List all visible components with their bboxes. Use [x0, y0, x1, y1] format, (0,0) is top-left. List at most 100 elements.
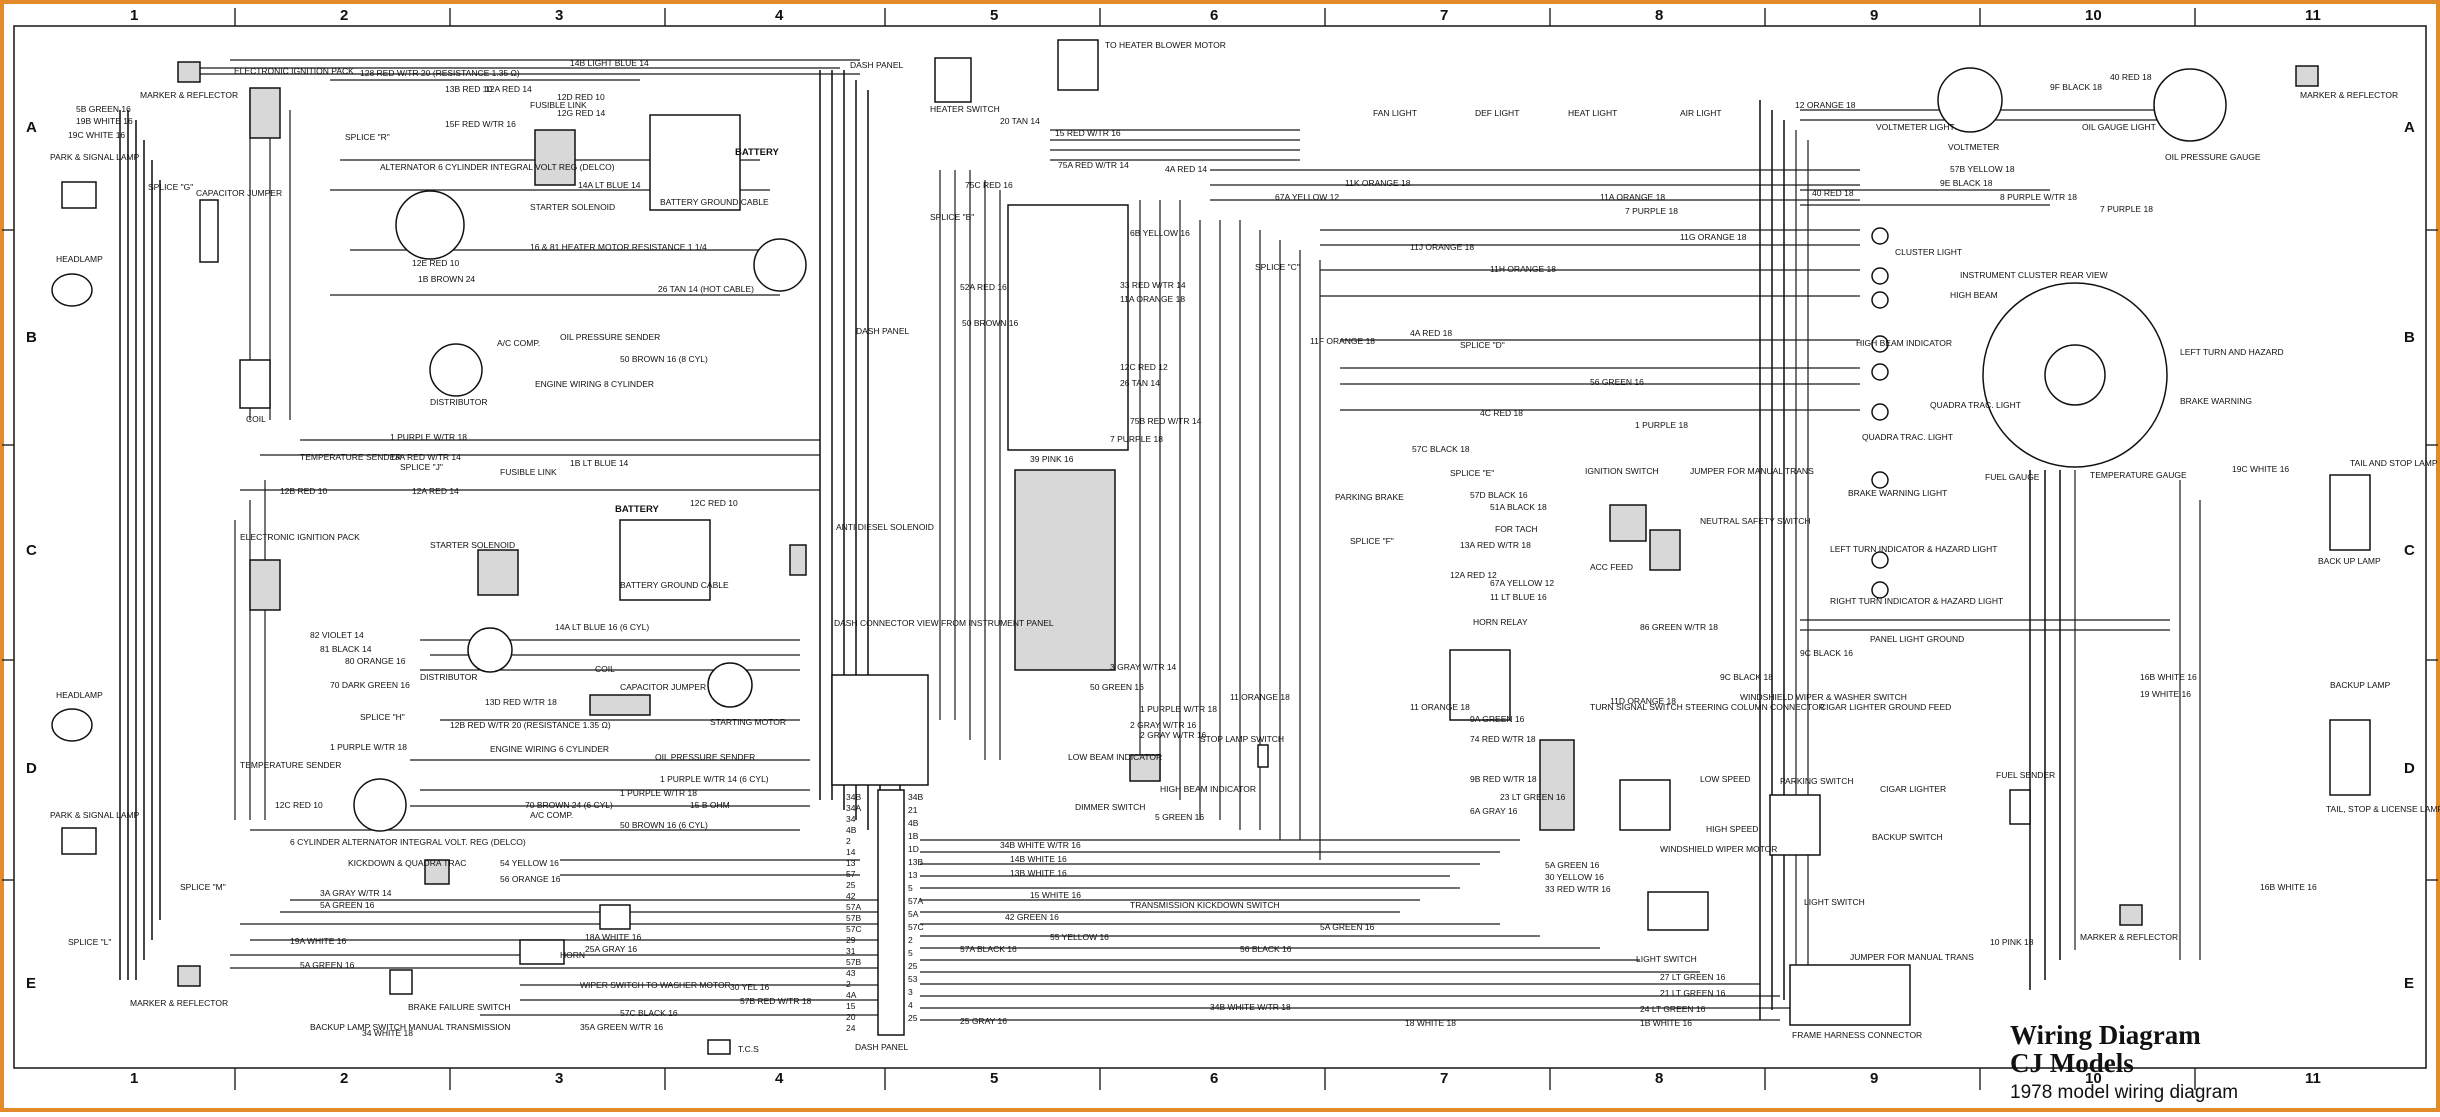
wire-label: 1 PURPLE W/TR 14 (6 CYL) [660, 774, 769, 784]
title-line-3: 1978 model wiring diagram [2010, 1082, 2238, 1103]
grid-columns-top: 1 2 3 4 5 6 7 8 9 10 11 [130, 7, 2321, 24]
wire-label: 2 GRAY W/TR 16 [1130, 720, 1197, 730]
connector-pin-right: 4B [908, 818, 919, 828]
inner-frame [13, 25, 2427, 1069]
label-fusible-upper: FUSIBLE LINK [530, 100, 587, 110]
wire-label: 16B WHITE 16 [2260, 882, 2317, 892]
wire-label: 3A GRAY W/TR 14 [320, 888, 392, 898]
label-turn-signal: TURN SIGNAL SWITCH STEERING COLUMN CONNE… [1590, 702, 1825, 712]
wire-label: 33 RED W/TR 16 [1545, 884, 1611, 894]
wire-label: 5A GREEN 16 [1320, 922, 1375, 932]
lt-turn-indicator-icon [1871, 551, 1889, 569]
wire-label: 11 ORANGE 18 [1410, 702, 1470, 712]
label-splice-c: SPLICE "C" [1255, 262, 1300, 272]
connector-pin-right: 25 [908, 1013, 918, 1023]
connector-pin-right: 2 [908, 935, 913, 945]
label-temperature-gauge: TEMPERATURE GAUGE [2090, 470, 2187, 480]
title-line-2: CJ Models [2010, 1048, 2134, 1078]
cluster-light-icon-2 [1871, 267, 1889, 285]
wire-label: 3 GRAY W/TR 14 [1110, 662, 1177, 672]
wire-label: 1 PURPLE W/TR 18 [390, 432, 467, 442]
marker-reflector-rf-icon [2295, 65, 2319, 87]
connector-pin-right: 57C [908, 922, 924, 932]
connector-pin-left: 34A [846, 803, 861, 813]
grid-col-8: 8 [1655, 7, 1663, 24]
wire-label: 19A WHITE 16 [290, 936, 346, 946]
marker-reflector-lf-icon [177, 61, 201, 83]
windshield-wiper-switch-icon [1619, 779, 1671, 831]
rt-turn-indicator-icon [1871, 581, 1889, 599]
wire-label: 67A YELLOW 12 [1490, 578, 1554, 588]
horn-icon [599, 904, 631, 930]
grid-row-c-r: C [2404, 542, 2415, 559]
label-marker-rr: MARKER & REFLECTOR [2080, 932, 2178, 942]
wire-label: 1B LT BLUE 14 [570, 458, 629, 468]
label-splice-b: SPLICE "B" [930, 212, 974, 222]
wire-label: 4A RED 18 [1410, 328, 1452, 338]
label-backup-lower: BACKUP LAMP [2330, 680, 2391, 690]
label-park-lower: PARK & SIGNAL LAMP [50, 810, 140, 820]
label-battery-lower: BATTERY [615, 504, 659, 515]
ignition-pack-upper-icon [249, 87, 281, 139]
coil-lower-icon [589, 694, 651, 716]
connector-pin-right: 57A [908, 896, 923, 906]
label-engine-8: ENGINE WIRING 8 CYLINDER [535, 379, 654, 389]
wire-label: 13A RED W/TR 18 [1460, 540, 1531, 550]
wire-label: 6B YELLOW 16 [1130, 228, 1190, 238]
neutral-safety-icon [1649, 529, 1681, 571]
grid-rows: A B C D E A B C D E [26, 119, 2415, 992]
label-voltmeter: VOLTMETER [1948, 142, 1999, 152]
connector-pin-right: 13B [908, 857, 923, 867]
wire-label: 35A GREEN W/TR 16 [580, 1022, 663, 1032]
label-dimmer-switch: DIMMER SWITCH [1075, 802, 1145, 812]
wire-label: 1 PURPLE W/TR 18 [330, 742, 407, 752]
wire-label: 2 GRAY W/TR 16 [1140, 730, 1207, 740]
tcs-icon [707, 1039, 731, 1055]
grid-row-d: D [26, 760, 37, 777]
cluster-light-icon-3 [1871, 291, 1889, 309]
frame-harness-connector-icon [1789, 964, 1911, 1026]
label-marker-rf: MARKER & REFLECTOR [2300, 90, 2398, 100]
label-cluster-light: CLUSTER LIGHT [1895, 247, 1962, 257]
label-tail-stop-lower: TAIL, STOP & LICENSE LAMP [2326, 804, 2440, 814]
label-dash-panel-bottom: DASH PANEL [855, 1042, 908, 1052]
wire-label: 16B WHITE 16 [2140, 672, 2197, 682]
headlamp-lower-icon [51, 708, 93, 742]
wire-label: 80 ORANGE 16 [345, 656, 406, 666]
label-heater-switch: HEATER SWITCH [930, 104, 1000, 114]
label-panel-light-ground: PANEL LIGHT GROUND [1870, 634, 1964, 644]
label-oil-sender-upper: OIL PRESSURE SENDER [560, 332, 660, 342]
fuse-panel-icon [1007, 204, 1129, 451]
stop-lamp-switch-icon [1257, 744, 1269, 768]
wire-label: 15F RED W/TR 16 [445, 119, 516, 129]
wire-label: 9C BLACK 16 [1800, 648, 1853, 658]
tail-stop-upper-icon [2329, 474, 2371, 551]
wire-label: 57B YELLOW 18 [1950, 164, 2015, 174]
wire-label: 12A RED 14 [485, 84, 532, 94]
connector-pin-left: 31 [846, 946, 856, 956]
grid-col-10: 10 [2085, 7, 2102, 24]
label-oil-gauge-light: OIL GAUGE LIGHT [2082, 122, 2156, 132]
label-park-upper: PARK & SIGNAL LAMP [50, 152, 140, 162]
wire-label: 56 BLACK 16 [1240, 944, 1292, 954]
label-low-beam-indicator: LOW BEAM INDICATOR [1068, 752, 1162, 762]
wire-label: 33 RED W/TR 14 [1120, 280, 1186, 290]
wire-label: 57C BLACK 16 [620, 1008, 678, 1018]
label-ign-pack-lower: ELECTRONIC IGNITION PACK [240, 532, 360, 542]
fuse-box-icon [1014, 469, 1116, 671]
title-line-1: Wiring Diagram [2010, 1020, 2201, 1050]
label-headlamp-upper: HEADLAMP [56, 254, 103, 264]
grid-row-b-r: B [2404, 329, 2415, 346]
brake-failure-icon [389, 969, 413, 995]
wire-label: 12B RED W/TR 20 (RESISTANCE 1.35 Ω) [450, 720, 611, 730]
label-distributor-upper: DISTRIBUTOR [430, 397, 487, 407]
wire-label: 18A WHITE 16 [585, 932, 641, 942]
wire-label: 55 YELLOW 16 [1050, 932, 1109, 942]
label-splice-r: SPLICE "R" [345, 132, 390, 142]
grid-row-e: E [26, 975, 36, 992]
grid-ticks [2, 8, 2438, 1090]
grid-col-11-b: 11 [2305, 1070, 2321, 1087]
alternator-lower-icon [353, 778, 407, 832]
label-temp-sender-lower: TEMPERATURE SENDER [240, 760, 341, 770]
